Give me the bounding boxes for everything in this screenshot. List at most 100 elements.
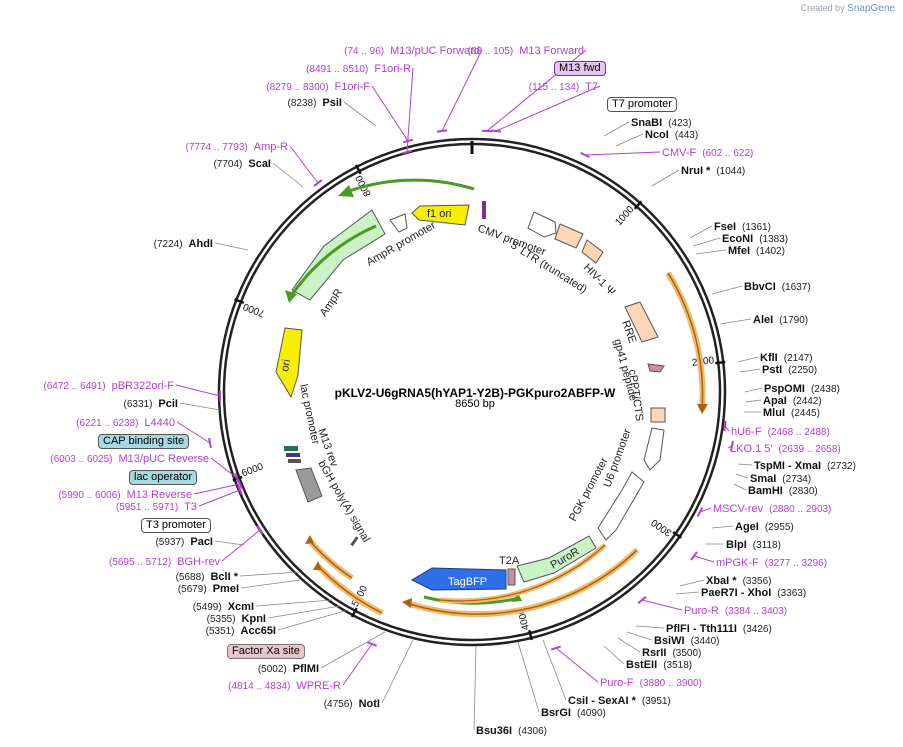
primer-binding: (8279 .. 8300)F1ori-F bbox=[266, 81, 370, 93]
site-position: (8238) bbox=[288, 98, 317, 109]
restriction-site: BamHI(2830) bbox=[748, 485, 818, 497]
tagbfp-arrowhead bbox=[512, 593, 522, 602]
primer-range: (3277 .. 3296) bbox=[765, 558, 827, 569]
site-leader bbox=[692, 237, 721, 247]
site-name: BamHI bbox=[748, 485, 783, 497]
site-name: NotI bbox=[359, 698, 380, 710]
site-position: (6331) bbox=[124, 399, 153, 410]
restriction-site: FseI(1361) bbox=[714, 221, 771, 233]
primer-name: Puro-R bbox=[684, 605, 719, 617]
primer-leader bbox=[221, 529, 261, 562]
site-position: (3518) bbox=[663, 660, 692, 671]
primer-mark bbox=[696, 507, 704, 517]
ampr-promoter-feature bbox=[389, 213, 408, 233]
site-leader bbox=[272, 162, 304, 188]
site-leader bbox=[689, 225, 713, 239]
primer-name: hU6-F bbox=[731, 426, 762, 438]
primer-binding: (6221 .. 6238)L4440 bbox=[76, 417, 175, 429]
site-position: (2734) bbox=[782, 474, 811, 485]
tick-mark bbox=[234, 298, 245, 305]
primer-mark bbox=[402, 138, 414, 144]
site-name: PaeR7I - XhoI bbox=[701, 587, 771, 599]
cap-feature bbox=[288, 459, 301, 463]
factor-xa-feature bbox=[350, 536, 359, 547]
primer-leader bbox=[693, 555, 715, 563]
primer-leader bbox=[289, 145, 319, 184]
site-leader bbox=[651, 169, 680, 187]
credit-text: Created by bbox=[800, 3, 845, 13]
restriction-site: XbaI *(3356) bbox=[706, 575, 771, 587]
primer-mark bbox=[237, 485, 243, 495]
restriction-site: AgeI(2955) bbox=[735, 521, 794, 533]
primer-leader bbox=[198, 489, 241, 507]
site-position: (5679) bbox=[178, 584, 207, 595]
restriction-site: (5351)Acc65I bbox=[206, 625, 276, 637]
primer-mark bbox=[580, 151, 590, 159]
primer-leader bbox=[342, 643, 373, 686]
primer-name: F1ori-R bbox=[374, 63, 411, 75]
site-name: ApaI bbox=[763, 395, 787, 407]
site-leader bbox=[635, 625, 665, 629]
tick-label: 1000 bbox=[613, 204, 636, 228]
site-leader bbox=[267, 605, 341, 619]
primer-mark bbox=[481, 129, 493, 133]
primer-range: (2880 .. 2903) bbox=[769, 504, 831, 515]
primer-leader bbox=[584, 151, 661, 156]
primer-range: (8491 .. 8510) bbox=[306, 64, 368, 75]
orange-arc-left1-head bbox=[313, 561, 322, 570]
site-leader bbox=[737, 356, 759, 363]
site-name: PsiI bbox=[322, 97, 342, 109]
restriction-site: AleI(1790) bbox=[753, 314, 808, 326]
primer-binding: (115 .. 134)T7 bbox=[529, 81, 598, 93]
primer-name: T7 bbox=[585, 81, 598, 93]
tick-label: 3000 bbox=[649, 516, 674, 538]
orange-arc-right-core bbox=[667, 272, 704, 411]
orange-arc-right bbox=[665, 271, 706, 411]
ori-label: ori bbox=[279, 358, 293, 372]
site-leader bbox=[737, 463, 753, 466]
site-name: XbaI * bbox=[706, 575, 737, 587]
site-position: (1383) bbox=[759, 234, 788, 245]
primer-binding: CMV-F(602 .. 622) bbox=[662, 147, 753, 159]
site-leader bbox=[617, 637, 641, 653]
primer-leader bbox=[210, 457, 238, 479]
rre-feature bbox=[624, 301, 659, 343]
ampr-arrowhead bbox=[285, 290, 297, 303]
primer-range: (8279 .. 8300) bbox=[266, 82, 328, 93]
pgk-promoter-label: PGK promoter bbox=[567, 455, 611, 523]
primer-name: WPRE-R bbox=[296, 680, 341, 692]
primer-range: (5990 .. 6006) bbox=[58, 490, 120, 501]
orange-arc-inner-core bbox=[439, 544, 606, 602]
site-position: (5351) bbox=[206, 626, 235, 637]
tick-mark bbox=[715, 360, 726, 365]
primer-mark bbox=[436, 129, 448, 133]
primer-binding: (7774 .. 7793)Amp-R bbox=[186, 141, 289, 153]
primer-range: (6221 .. 6238) bbox=[76, 418, 138, 429]
site-position: (3363) bbox=[777, 588, 806, 599]
hiv-psi-feature bbox=[581, 239, 604, 264]
restriction-site: Bsu36I(4306) bbox=[476, 725, 547, 737]
site-name: PmeI bbox=[213, 583, 239, 595]
site-leader bbox=[744, 387, 763, 393]
site-name: PflMI bbox=[293, 663, 319, 675]
site-leader bbox=[739, 368, 761, 373]
plasmid-name: pKLV2-U6gRNA5(hYAP1-Y2B)-PGKpuro2ABFP-W bbox=[334, 386, 616, 400]
primer-leader bbox=[175, 384, 221, 397]
site-position: (1637) bbox=[782, 282, 811, 293]
site-position: (5499) bbox=[193, 602, 222, 613]
tick-mark bbox=[350, 607, 358, 618]
site-name: AleI bbox=[753, 314, 773, 326]
orange-arc-left2-head bbox=[305, 535, 314, 544]
site-leader bbox=[542, 639, 567, 701]
orange-arc-left1-core bbox=[317, 565, 383, 614]
primer-name: M13 Reverse bbox=[127, 489, 192, 501]
restriction-site: KflI(2147) bbox=[760, 352, 813, 364]
tick-label: 6000 bbox=[240, 461, 265, 479]
site-name: FseI bbox=[714, 221, 736, 233]
site-name: PciI bbox=[158, 398, 178, 410]
restriction-site: (5002)PflMI bbox=[258, 663, 319, 675]
site-name: Bsu36I bbox=[476, 725, 512, 737]
primer-range: (6472 .. 6491) bbox=[43, 381, 105, 392]
primer-range: (7774 .. 7793) bbox=[186, 142, 248, 153]
